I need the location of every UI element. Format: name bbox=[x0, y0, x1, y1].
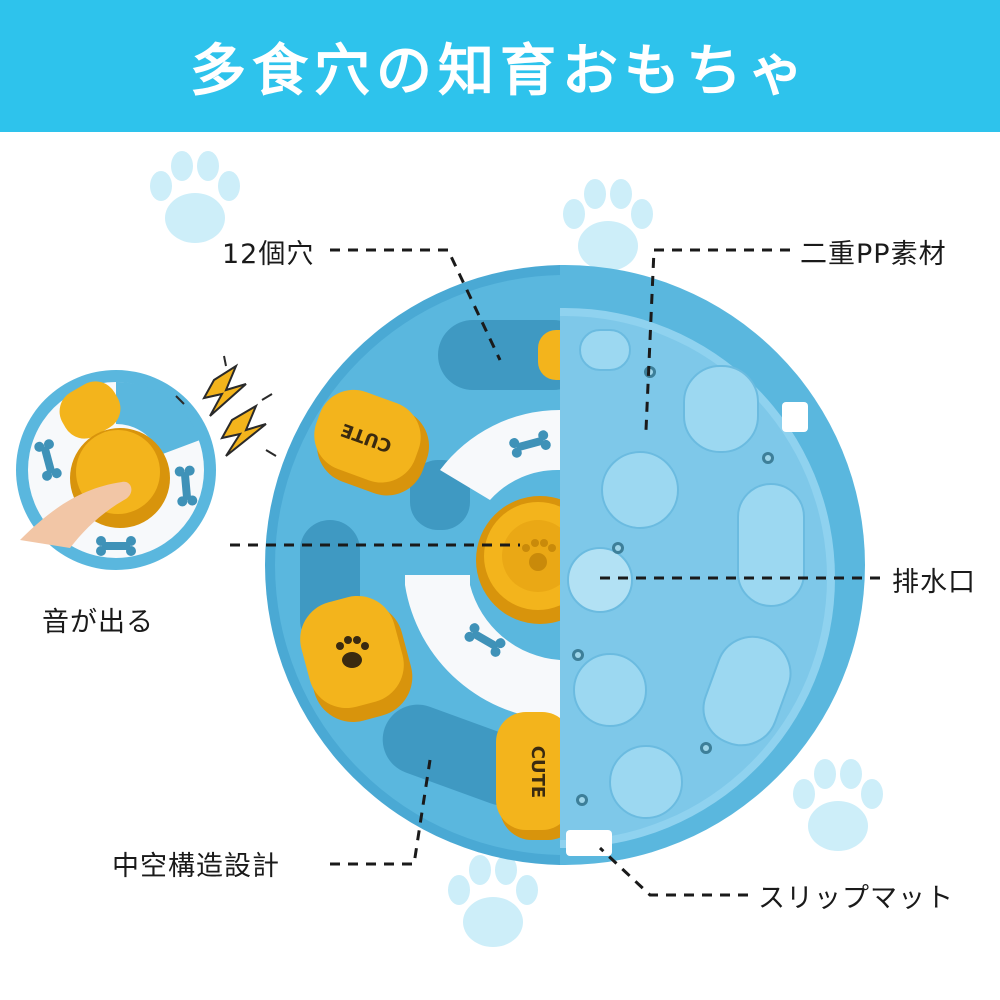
paw-print-icon bbox=[793, 759, 883, 851]
lightning-icon bbox=[202, 363, 267, 457]
label-slip-mat: スリップマット bbox=[758, 883, 954, 914]
title-banner: 多食穴の知育おもちゃ bbox=[0, 0, 1000, 132]
paw-print-icon bbox=[448, 855, 538, 947]
screw-icon bbox=[700, 742, 712, 754]
button-paw-icon bbox=[522, 539, 556, 571]
label-material: 二重PP素材 bbox=[800, 239, 947, 270]
slip-pad bbox=[782, 402, 808, 432]
leader-lines bbox=[230, 248, 880, 897]
label-sound: 音が出る bbox=[42, 607, 154, 638]
lid-top-left: CUTE bbox=[314, 389, 430, 496]
lid-label: CUTE bbox=[527, 746, 548, 798]
lid-bottom: CUTE bbox=[496, 712, 560, 840]
drain-hole bbox=[567, 547, 633, 613]
lid-top-right bbox=[538, 330, 560, 380]
slip-pad bbox=[566, 830, 612, 856]
screw-icon bbox=[576, 794, 588, 806]
finger bbox=[20, 481, 132, 548]
screw-icon bbox=[572, 649, 584, 661]
label-drain: 排水口 bbox=[892, 567, 976, 598]
screw-icon bbox=[612, 542, 624, 554]
paw-print-icon bbox=[563, 179, 653, 271]
paw-print-icon bbox=[150, 151, 240, 243]
screw-icon bbox=[762, 452, 774, 464]
lid-left bbox=[300, 595, 413, 722]
banner-title: 多食穴の知育おもちゃ bbox=[190, 38, 810, 104]
sound-button-inset bbox=[16, 355, 277, 570]
toy-top-view: CUTE CUTE bbox=[265, 265, 560, 865]
spark-lines bbox=[175, 355, 277, 457]
lid-paw-icon bbox=[336, 636, 369, 668]
label-12-holes: 12個穴 bbox=[222, 239, 315, 270]
label-hollow-structure: 中空構造設計 bbox=[112, 851, 280, 882]
